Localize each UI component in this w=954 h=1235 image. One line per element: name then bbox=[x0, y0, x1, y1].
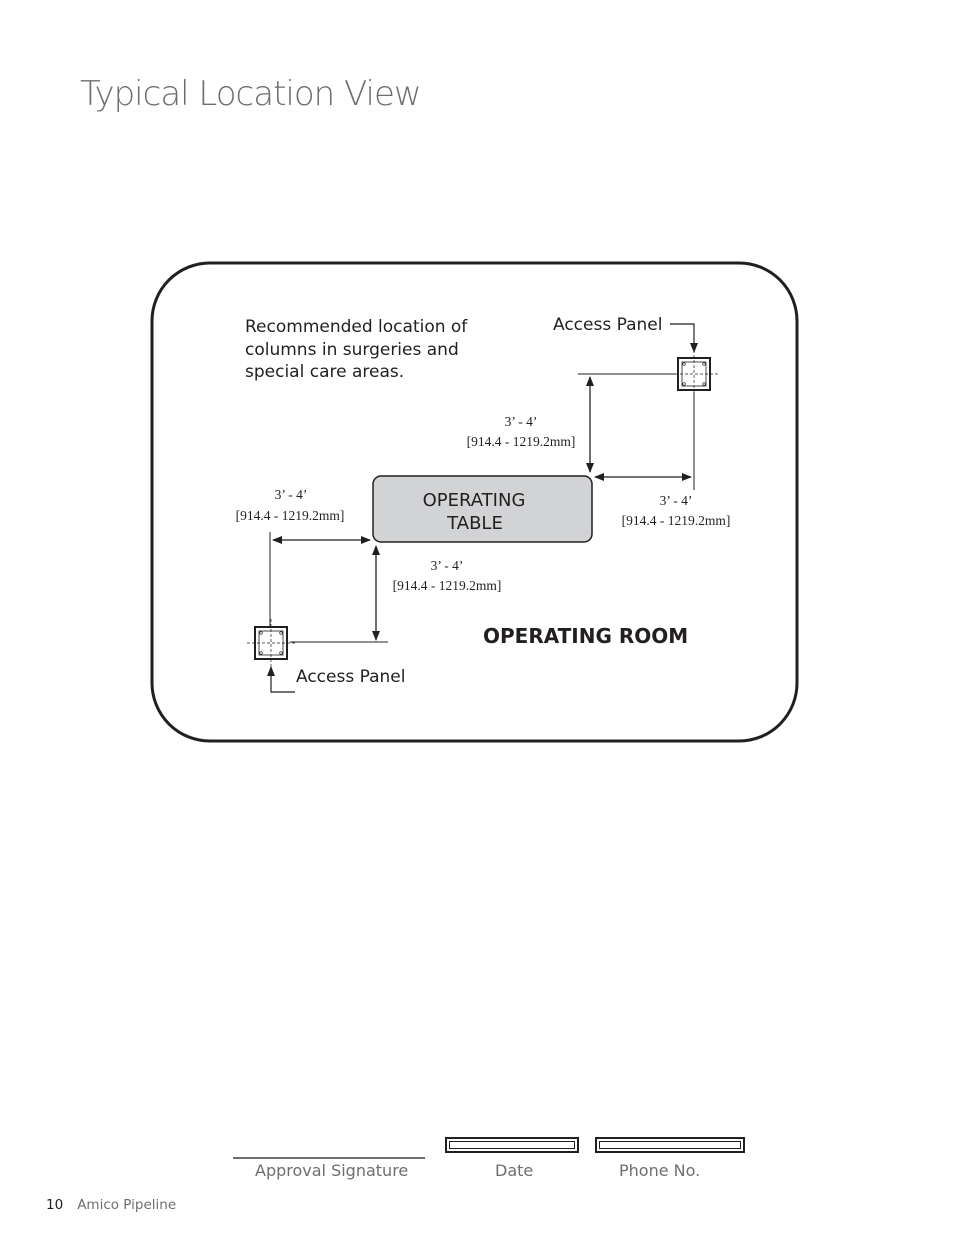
access-panel-icon-top bbox=[670, 350, 718, 398]
footer-brand: Amico Pipeline bbox=[77, 1197, 177, 1213]
dimension-top-mm: [914.4 - 1219.2mm] bbox=[467, 434, 576, 449]
dimension-bottom-mm: [914.4 - 1219.2mm] bbox=[393, 578, 502, 593]
date-label: Date bbox=[495, 1161, 534, 1180]
approval-signature-label: Approval Signature bbox=[255, 1161, 409, 1180]
dimension-left-feet: 3’ - 4’ bbox=[275, 487, 308, 502]
operating-table-label-line-2: TABLE bbox=[446, 513, 503, 534]
dimension-left-mm: [914.4 - 1219.2mm] bbox=[236, 508, 345, 523]
recommendation-note: Recommended location of columns in surge… bbox=[245, 317, 473, 382]
phone-field[interactable] bbox=[595, 1137, 745, 1153]
page-title: Typical Location View bbox=[80, 74, 422, 114]
phone-label: Phone No. bbox=[619, 1161, 701, 1180]
note-line-2: columns in surgeries and bbox=[245, 340, 459, 360]
operating-room-outline bbox=[150, 261, 799, 743]
operating-table-label-line-1: OPERATING bbox=[423, 490, 526, 511]
note-line-3: special care areas. bbox=[245, 362, 404, 382]
access-panel-label-top: Access Panel bbox=[553, 315, 662, 335]
dimension-right-feet: 3’ - 4’ bbox=[660, 493, 693, 508]
operating-room-label: OPERATING ROOM bbox=[483, 624, 688, 648]
note-line-1: Recommended location of bbox=[245, 317, 468, 337]
access-panel-leader-top bbox=[670, 323, 698, 353]
access-panel-icon-bottom bbox=[247, 619, 295, 667]
dimension-top-feet: 3’ - 4’ bbox=[505, 414, 538, 429]
operating-table bbox=[372, 475, 593, 543]
dimension-bottom-feet: 3’ - 4’ bbox=[431, 558, 464, 573]
approval-signature-line[interactable] bbox=[233, 1157, 425, 1159]
page-footer: 10 Amico Pipeline bbox=[46, 1197, 176, 1213]
page-number: 10 bbox=[46, 1197, 64, 1213]
date-field[interactable] bbox=[445, 1137, 579, 1153]
dimension-right-mm: [914.4 - 1219.2mm] bbox=[622, 513, 731, 528]
access-panel-label-bottom: Access Panel bbox=[296, 667, 405, 687]
access-panel-leader-bottom bbox=[267, 666, 295, 693]
